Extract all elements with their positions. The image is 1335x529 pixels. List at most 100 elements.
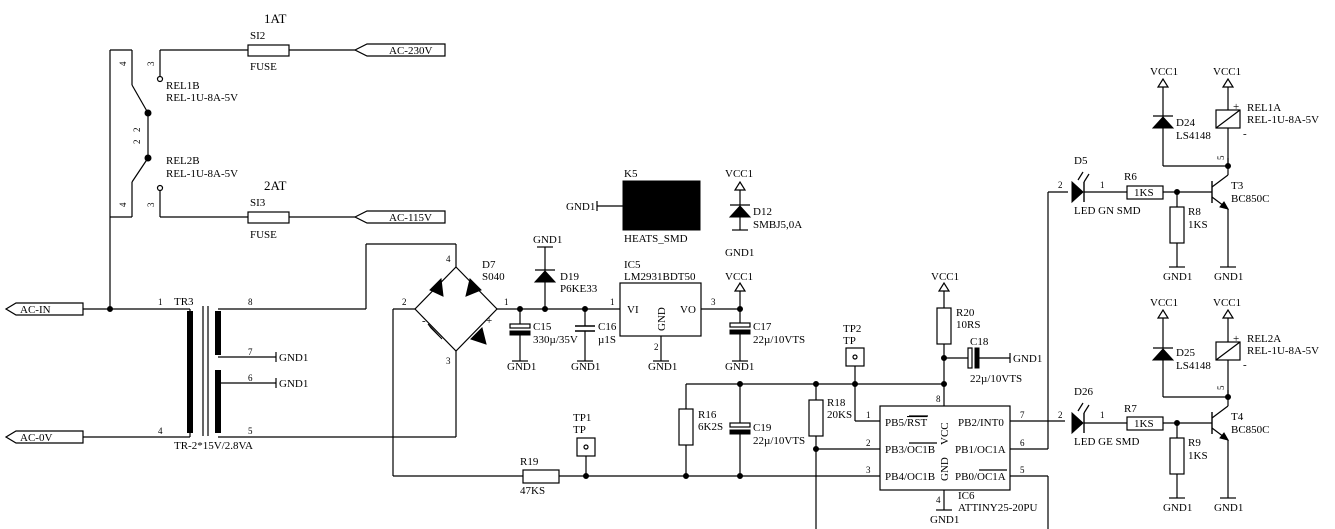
fuse-si3-ref: SI3 (250, 197, 266, 209)
resistor-r18: R18 20KS (808, 384, 880, 529)
fuse-si2: 1AT SI2 FUSE (160, 11, 355, 73)
r6-val: 1KS (1134, 187, 1154, 199)
c18-val: 22µ/10VTS (970, 373, 1022, 385)
ic6-pb1: PB1/OC1A (955, 444, 1006, 456)
c17-vcc: VCC1 (725, 271, 753, 283)
ic6-pin8: 8 (936, 394, 941, 404)
regulator-ic5: IC5 LM2931BDT50 VI VO GND 1 3 2 GND1 (610, 259, 740, 373)
tr3-pin7: 7 (248, 347, 253, 357)
rel2b-ref: REL2B (166, 155, 200, 167)
r9-gnd: GND1 (1163, 502, 1192, 514)
rel1a-ref: REL1A (1247, 102, 1281, 114)
r6-ref: R6 (1124, 171, 1137, 183)
rel2a-vcc: VCC1 (1213, 297, 1241, 309)
tr3-type: TR-2*15V/2.8VA (174, 440, 253, 452)
t4-ref: T4 (1231, 411, 1244, 423)
r19-ref: R19 (520, 456, 539, 468)
tr3-gnd6: GND1 (279, 378, 308, 390)
d25-vcc: VCC1 (1150, 297, 1178, 309)
resistor-r9: R9 1KS GND1 (1163, 423, 1208, 514)
c16-val: µ1S (598, 334, 616, 346)
ic6-pin3: 3 (866, 465, 871, 475)
d7-pin3: 3 (446, 356, 451, 366)
r8-val: 1KS (1188, 219, 1208, 231)
rel1a-minus: - (1243, 128, 1247, 140)
ic6-pin5: 5 (1020, 465, 1025, 475)
resistor-r7: R7 1KS (1124, 403, 1212, 431)
rel1a-type: REL-1U-8A-5V (1247, 114, 1319, 126)
r8-gnd: GND1 (1163, 271, 1192, 283)
tr3-pin1: 1 (158, 297, 163, 307)
ic5-pin1: 1 (610, 297, 615, 307)
rel2a-type: REL-1U-8A-5V (1247, 345, 1319, 357)
resistor-r16: R16 6K2S (678, 384, 723, 479)
r16-ref: R16 (698, 409, 717, 421)
ic6-pb0: PB0/OC1A (955, 471, 1006, 483)
fuse-si3-rating: 2AT (264, 178, 286, 193)
port-ac230-label: AC-230V (389, 45, 432, 57)
tr3-pin6: 6 (248, 373, 253, 383)
d7-type: S040 (482, 271, 505, 283)
d5-type: LED GN SMD (1074, 205, 1141, 217)
ic6-pin4: 4 (936, 495, 941, 505)
r7-ref: R7 (1124, 403, 1137, 415)
ic5-vo: VO (680, 304, 696, 316)
c18-gnd: GND1 (1013, 353, 1042, 365)
port-ac-0v-label: AC-0V (20, 432, 52, 444)
d19-ref: D19 (560, 271, 579, 283)
heatsink-k5: K5 GND1 HEATS_SMD (566, 168, 701, 245)
rel2a-minus: - (1243, 359, 1247, 371)
d12-type: SMBJ5,0A (753, 219, 802, 231)
d5-ref: D5 (1074, 155, 1088, 167)
ic6-pb2: PB2/INT0 (958, 417, 1004, 429)
d7-plus: + (486, 315, 492, 327)
transformer-tr3: TR3 1 8 7 6 5 4 TR-2*15V/2.8VA GND1 GND1 (83, 296, 456, 452)
ic6-pin7: 7 (1020, 410, 1025, 420)
r9-ref: R9 (1188, 437, 1201, 449)
c18-ref: C18 (970, 336, 989, 348)
c19-ref: C19 (753, 422, 772, 434)
resistor-r20: VCC1 R20 10RS (931, 271, 980, 392)
rel1a-vcc: VCC1 (1213, 66, 1241, 78)
bridge-d7: D7 S040 4 2 1 3 - + (365, 243, 620, 476)
tr3-gnd7: GND1 (279, 352, 308, 364)
rel2a-ref: REL2A (1247, 333, 1281, 345)
ic5-pin3: 3 (711, 297, 716, 307)
r16-val: 6K2S (698, 421, 723, 433)
r20-vcc: VCC1 (931, 271, 959, 283)
rel2a-plus: + (1233, 333, 1239, 345)
transistor-t4: T4 BC850C GND1 (1211, 390, 1270, 514)
resistor-r19: R19 47KS (393, 456, 880, 497)
d19-gnd: GND1 (533, 234, 562, 246)
ic6-pin6: 6 (1020, 438, 1025, 448)
cap-c16: C16 µ1S GND1 (571, 306, 617, 373)
rel1b-pin3: 3 (146, 61, 156, 66)
tp2-type: TP (843, 335, 856, 347)
rel2b-pin4: 4 (118, 202, 128, 207)
ic6-pb3: PB3/OC1B (885, 444, 935, 456)
diode-d12: VCC1 D12 SMBJ5,0A GND1 (725, 168, 802, 259)
fuse-si3-type: FUSE (250, 229, 277, 241)
r18-val: 20KS (827, 409, 852, 421)
relay-rel2a: VCC1 VCC1 D25 LS4148 + - 5 REL2A REL-1U-… (1150, 297, 1319, 400)
r8-ref: R8 (1188, 206, 1201, 218)
rel1a-pin5: 5 (1216, 155, 1226, 160)
ic6-pin1: 1 (866, 410, 871, 420)
tp1-ref: TP1 (573, 412, 591, 424)
ic6-gnd-pin: GND (939, 457, 951, 481)
led-d5: D5 2 1 LED GN SMD (1058, 155, 1141, 217)
c15-val: 330µ/35V (533, 334, 578, 346)
rel2b-pin2: 2 (132, 140, 142, 145)
rel2b-type: REL-1U-8A-5V (166, 168, 238, 180)
tr3-pin5: 5 (248, 426, 253, 436)
testpoint-tp1: TP1 TP (573, 412, 596, 479)
ground-bars (275, 229, 748, 388)
port-ac115: AC-115V (353, 210, 446, 224)
port-ac-in: AC-IN (4, 302, 84, 316)
resistor-r8: R8 1KS GND1 (1163, 192, 1208, 283)
cap-c18: C18 22µ/10VTS GND1 (944, 336, 1042, 385)
diode-d19: GND1 D19 P6KE33 (533, 234, 598, 312)
tr3-pin4: 4 (158, 426, 163, 436)
d7-pin1: 1 (504, 297, 509, 307)
